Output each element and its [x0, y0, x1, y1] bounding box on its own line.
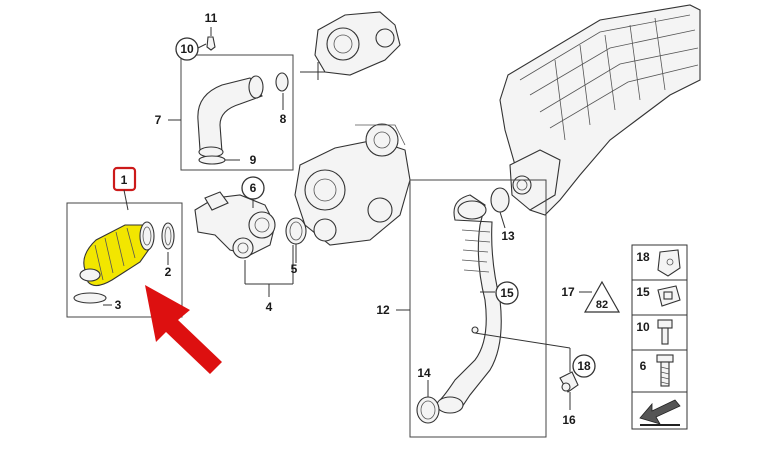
- callout-9: 9: [250, 153, 257, 167]
- clip-icon: [657, 249, 681, 277]
- callout-circle-18: [572, 354, 596, 378]
- callout-4: 4: [266, 300, 273, 314]
- group-box-7: [180, 54, 294, 171]
- callout-6: 6: [250, 181, 257, 195]
- callout-circle-6: [241, 176, 265, 200]
- callout-1: 1: [121, 173, 128, 187]
- turbocharger-lower: [294, 123, 411, 246]
- part-2-ring: [161, 222, 175, 250]
- legend-label-10: 10: [636, 320, 650, 334]
- part-7-pipe: [197, 75, 264, 158]
- screw-icon: [656, 354, 674, 387]
- callout-17: 17: [561, 285, 575, 299]
- callout-circle-10: [175, 37, 199, 61]
- intake-manifold: [499, 4, 701, 216]
- part-9-ring: [198, 155, 226, 165]
- group-box-12: [409, 179, 547, 438]
- callout-11: 11: [205, 11, 218, 25]
- callout-5: 5: [291, 262, 298, 276]
- part-11-clip: [206, 36, 216, 51]
- callout-7: 7: [155, 113, 162, 127]
- pointer-arrow: [145, 285, 222, 374]
- part-1-hose: [79, 221, 155, 287]
- part-12-pipe: [436, 194, 502, 414]
- part-13-ring: [490, 187, 510, 213]
- callout-13: 13: [501, 229, 515, 243]
- callout-2: 2: [165, 265, 172, 279]
- callout-16: 16: [562, 413, 576, 427]
- part-8-ring: [275, 72, 289, 92]
- legend-label-15: 15: [636, 285, 650, 299]
- callout-12: 12: [376, 303, 390, 317]
- legend-label-6: 6: [640, 359, 647, 373]
- part-17-label: 82: [583, 280, 621, 313]
- legend-label-18: 18: [636, 250, 650, 264]
- callout-circle-15: [495, 281, 519, 305]
- warning-label-text: 82: [596, 299, 608, 311]
- callout-15: 15: [500, 286, 514, 300]
- callout-8: 8: [280, 112, 287, 126]
- turbocharger-upper: [300, 11, 401, 80]
- callout-3: 3: [115, 298, 122, 312]
- callout-10: 10: [180, 42, 194, 56]
- callout-14: 14: [417, 366, 431, 380]
- fastener-legend: 18 15 10 6: [631, 244, 688, 430]
- hex-bolt-icon: [657, 319, 673, 345]
- part-4-housing: [194, 191, 276, 259]
- part-16-fitting: [559, 371, 579, 393]
- part-3-ring: [73, 292, 107, 304]
- group-box-1: [66, 202, 183, 318]
- arrow-down-left-icon: [639, 399, 681, 426]
- callout-18: 18: [577, 359, 591, 373]
